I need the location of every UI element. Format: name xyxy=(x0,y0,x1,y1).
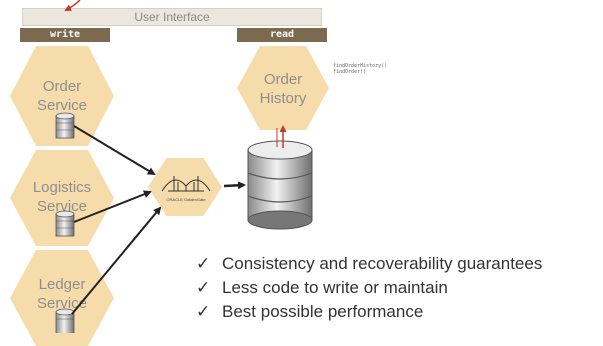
ledger-to-goldengate-arrow xyxy=(71,206,162,315)
order-service-label: Order Service xyxy=(36,78,88,114)
checkmark-icon: ✓ xyxy=(196,278,211,297)
checkmark-icon: ✓ xyxy=(196,302,211,321)
goldengate-bridge-logo xyxy=(161,176,211,192)
order-service-hexagon: Order Service xyxy=(10,46,114,146)
order-history-label: Order History xyxy=(259,71,307,107)
api-call-find-order-history: findOrderHistory() xyxy=(333,63,388,69)
benefit-text: Best possible performance xyxy=(222,302,424,321)
goldengate-logo-text: ORACLE GoldenGate xyxy=(166,197,206,202)
api-call-find-order: findOrder() xyxy=(333,69,367,75)
benefit-item: ✓ Consistency and recoverability guarante… xyxy=(196,252,542,276)
order-to-goldengate-arrow xyxy=(73,125,156,176)
history-database-icon xyxy=(247,140,313,230)
user-interface-bar: User Interface xyxy=(22,8,322,26)
ui-input-arrow xyxy=(64,0,81,11)
api-calls: findOrderHistory() findOrder() xyxy=(333,63,387,75)
ledger-service-db-icon xyxy=(55,308,75,333)
logistics-service-db-icon xyxy=(55,210,75,237)
logistics-to-goldengate-arrow xyxy=(73,190,152,223)
checkmark-icon: ✓ xyxy=(196,254,211,273)
read-tag: read xyxy=(237,28,327,42)
write-tag: write xyxy=(20,28,110,42)
benefit-item: ✓ Less code to write or maintain xyxy=(196,276,542,300)
logistics-service-label: Logistics Service xyxy=(32,179,92,215)
ledger-service-label: Ledger Service xyxy=(36,276,88,312)
benefit-text: Consistency and recoverability guarantee… xyxy=(222,254,543,273)
diagram-graphics: ORACLE GoldenGate xyxy=(55,0,313,333)
benefits-list: ✓ Consistency and recoverability guarante… xyxy=(196,252,542,324)
goldengate-to-database-arrow xyxy=(223,181,246,190)
benefit-text: Less code to write or maintain xyxy=(222,278,448,297)
benefit-item: ✓ Best possible performance xyxy=(196,300,542,324)
order-service-db-icon xyxy=(55,112,75,139)
